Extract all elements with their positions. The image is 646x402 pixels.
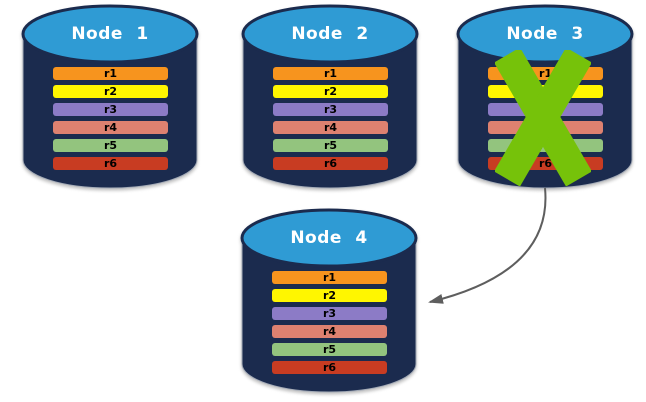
replica-row: r5 <box>273 139 388 152</box>
x-mark-icon <box>495 50 591 186</box>
node-title: Node 3 <box>506 24 584 44</box>
cylinder-top <box>241 4 419 64</box>
x-stroke <box>495 50 591 186</box>
replica-row: r5 <box>272 343 387 356</box>
node-title: Node 4 <box>290 228 368 248</box>
cylinder-top <box>21 4 199 64</box>
arrow-curve <box>428 187 547 304</box>
replica-row: r1 <box>53 67 168 80</box>
cylinder-top <box>240 208 418 268</box>
replica-row: r2 <box>272 289 387 302</box>
replica-row: r1 <box>272 271 387 284</box>
node-1: Node 1 r1 r2 r3 r4 r5 r6 <box>18 2 202 194</box>
cylinder-top <box>456 4 634 64</box>
node-title: Node 1 <box>71 24 149 44</box>
node-2: Node 2 r1 r2 r3 r4 r5 r6 <box>238 2 422 194</box>
replica-row: r3 <box>272 307 387 320</box>
replica-row: r6 <box>273 157 388 170</box>
replica-row: r6 <box>272 361 387 374</box>
replica-row: r2 <box>273 85 388 98</box>
replica-row: r4 <box>272 325 387 338</box>
replica-row: r3 <box>53 103 168 116</box>
replica-row: r1 <box>273 67 388 80</box>
replica-row: r3 <box>273 103 388 116</box>
node-4: Node 4 r1 r2 r3 r4 r5 r6 <box>237 206 421 398</box>
replica-row: r5 <box>53 139 168 152</box>
replica-row: r6 <box>53 157 168 170</box>
node-3: Node 3 r1 r2 r3 r4 r5 r6 <box>453 2 637 194</box>
replica-row: r4 <box>53 121 168 134</box>
replica-row: r2 <box>53 85 168 98</box>
replica-row: r4 <box>273 121 388 134</box>
node-title: Node 2 <box>291 24 369 44</box>
